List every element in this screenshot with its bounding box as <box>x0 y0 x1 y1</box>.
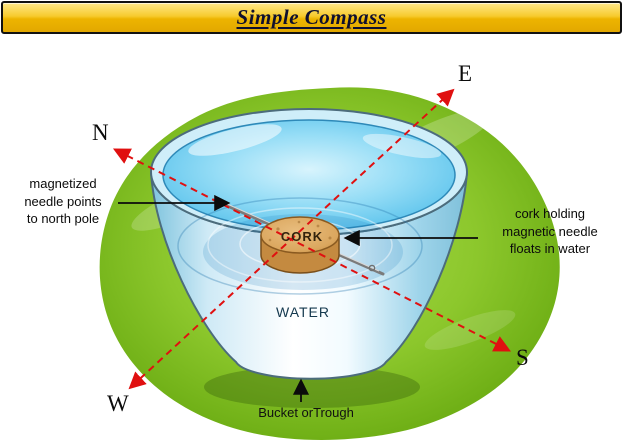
cardinal-north: N <box>92 120 109 145</box>
cork-floats-note: cork holding magnetic needle floats in w… <box>502 206 598 257</box>
compass-axes <box>112 88 512 390</box>
cardinal-east: E <box>458 61 473 86</box>
title-banner: Simple Compass <box>1 1 622 34</box>
bucket-trough-note: Bucket orTrough <box>258 405 354 420</box>
axis-west-east <box>128 88 455 390</box>
water-label: WATER <box>276 304 330 320</box>
annotation-arrows <box>118 194 478 402</box>
cardinal-west: W <box>107 391 129 416</box>
magnetized-needle-note: magnetized needle points to north pole <box>24 176 102 227</box>
cork-label: CORK <box>280 229 324 244</box>
page-title: Simple Compass <box>236 5 387 29</box>
cardinal-south: S <box>516 345 529 370</box>
